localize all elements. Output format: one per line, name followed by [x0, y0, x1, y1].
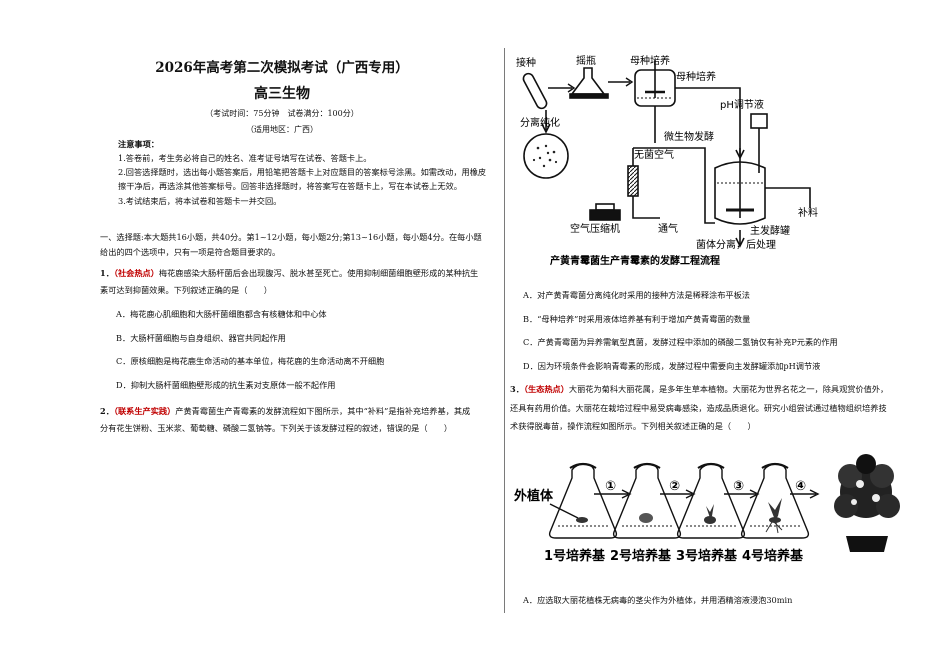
q1-stem-line2: 素可达到抑菌效果。下列叙述正确的是（ ） — [100, 285, 272, 295]
tissue-culture-diagram: 外植体 ① ② ③ ④ 1号培养基 2号培养基 3号培养基 4号培养基 — [513, 454, 900, 564]
flask-1 — [548, 462, 618, 539]
label-ph-liquid: pH调节液 — [720, 98, 764, 111]
q3-stem-line3: 术获得脱毒苗，操作流程如图所示。下列相关叙述正确的是（ ） — [510, 421, 756, 431]
q1-option-c: C．原核细胞是梅花鹿生命活动的基本单位，梅花鹿的生命活动离不开细胞 — [116, 356, 385, 366]
explant — [576, 517, 588, 523]
exam-region: （适用地区：广西） — [246, 125, 318, 134]
fermentation-caption: 产黄青霉菌生产青霉素的发酵工程流程 — [550, 254, 720, 267]
label-microbe-fermentation: 微生物发酵 — [664, 130, 714, 143]
ph-tank — [750, 113, 768, 129]
q1-option-a: A．梅花鹿心肌细胞和大肠杆菌细胞都含有核糖体和中心体 — [116, 309, 327, 319]
step-1: ① — [605, 479, 616, 494]
q3-number: 3． — [510, 384, 524, 394]
q1-option-b: B．大肠杆菌细胞与自身组织、器官共同起作用 — [116, 333, 286, 343]
q2-option-b: B．“母种培养”时采用液体培养基有利于增加产黄青霉菌的数量 — [523, 314, 751, 324]
q2-number: 2． — [100, 406, 114, 416]
shoot — [704, 504, 716, 524]
q1-stem: 1．（社会热点）梅花鹿感染大肠杆菌后会出现腹泻、脱水甚至死亡。使用抑制细菌细胞壁… — [100, 265, 478, 281]
column-divider — [504, 48, 505, 613]
label-main-tank: 主发酵罐 — [750, 224, 790, 237]
flask-2 — [612, 462, 682, 539]
label-explant: 外植体 — [513, 488, 554, 504]
callus — [639, 513, 653, 523]
q3-tag: （生态热点） — [523, 384, 569, 394]
q2-option-d: D．因为环境条件会影响青霉素的形成，发酵过程中需要向主发酵罐添加pH调节液 — [523, 361, 821, 371]
label-feed: 补料 — [798, 206, 818, 219]
q2-option-c: C．产黄青霉菌为异养需氧型真菌，发酵过程中添加的磷酸二氢钠仅有补充P元素的作用 — [523, 337, 838, 347]
note-2: 2.回答选择题时，选出每小题答案后，用铅笔把答题卡上对应题目的答案标号涂黑。如需… — [118, 167, 487, 177]
shake-flask — [570, 67, 606, 95]
q2-stem: 2．（联系生产实践）产黄青霉菌生产青霉素的发酵流程如下图所示，其中“补料”是指补… — [100, 403, 470, 419]
q1-option-d: D．抑制大肠杆菌细胞壁形成的抗生素对支原体一般不起作用 — [116, 380, 336, 390]
step-3: ③ — [733, 479, 744, 494]
note-1: 1.答卷前，考生务必将自己的姓名、准考证号填写在试卷、答题卡上。 — [118, 153, 372, 163]
q2-tag: （联系生产实践） — [113, 406, 176, 416]
paper-title: 2026年高考第二次模拟考试（广西专用） — [155, 60, 409, 76]
paper-subject: 高三生物 — [254, 86, 310, 102]
q1-number: 1． — [100, 268, 114, 278]
section1-intro-2: 给出的四个选项中，只有一项是符合题目要求的。 — [100, 247, 281, 257]
label-seed-culture: 母种培养 — [676, 70, 716, 83]
label-isolation: 分离纯化 — [520, 116, 560, 129]
label-seed-culture-top: 母种培养 — [630, 54, 670, 67]
air-filter — [627, 165, 639, 197]
medium-4: 4号培养基 — [742, 548, 804, 564]
exam-info: （考试时间：75分钟 试卷满分：100分） — [205, 109, 359, 118]
section1-intro-1: 一、选择题:本大题共16小题，共40分。第1~12小题，每小题2分;第13~16… — [100, 232, 482, 242]
q2-option-a: A．对产黄青霉菌分离纯化时采用的接种方法是稀释涂布平板法 — [523, 290, 750, 300]
q3-option-a: A．应选取大丽花植株无病毒的茎尖作为外植体，并用酒精溶液浸泡30min — [523, 595, 793, 605]
medium-1: 1号培养基 — [544, 548, 606, 564]
fermentation-diagram: 接种 摇瓶 母种培养 母种培养 pH调节液 分离纯化 微生物发酵 无菌空气 补料… — [516, 54, 818, 267]
label-separation: 菌体分离，后处理 — [696, 238, 776, 251]
flask-3 — [676, 462, 746, 539]
q2-stem-line2: 分有花生饼粉、玉米浆、葡萄糖、磷酸二氢钠等。下列关于该发酵过程的叙述，错误的是（… — [100, 423, 453, 433]
test-tube — [522, 72, 548, 110]
medium-3: 3号培养基 — [676, 548, 738, 564]
main-fermenter — [714, 161, 766, 225]
note-3: 3.考试结束后，将本试卷和答题卡一并交回。 — [118, 196, 282, 206]
q1-stem-text: 梅花鹿感染大肠杆菌后会出现腹泻、脱水甚至死亡。使用抑制细菌细胞壁形成的某种抗生 — [158, 268, 479, 278]
q3-stem: 3．（生态热点）大丽花为菊科大丽花属，是多年生草本植物。大丽花为世界名花之一，除… — [510, 381, 888, 397]
q2-stem-text: 产黄青霉菌生产青霉素的发酵流程如下图所示，其中“补料”是指补充培养基，其成 — [175, 406, 471, 416]
flask-4 — [740, 462, 810, 539]
dahlia-plant — [834, 454, 900, 552]
label-sterile-air: 无菌空气 — [634, 148, 674, 161]
label-shake-flask: 摇瓶 — [576, 54, 596, 67]
label-inoculate: 接种 — [516, 56, 536, 69]
q3-stem-text: 大丽花为菊科大丽花属，是多年生草本植物。大丽花为世界名花之一，除具观赏价值外， — [568, 384, 889, 394]
step-2: ② — [669, 479, 680, 494]
label-compressor: 空气压缩机 — [570, 222, 620, 235]
label-aeration: 通气 — [658, 222, 678, 235]
air-compressor — [589, 209, 621, 221]
plantlet — [765, 498, 783, 534]
medium-2: 2号培养基 — [610, 548, 672, 564]
q3-stem-line2: 还具有药用价值。大丽花在栽培过程中易受病毒感染，造成品质退化。研究小组尝试通过植… — [510, 403, 887, 413]
petri-dish — [523, 133, 569, 179]
step-4: ④ — [795, 479, 806, 494]
q1-tag: （社会热点） — [113, 268, 159, 278]
notes-heading: 注意事项： — [118, 139, 159, 149]
note-2-cont: 擦干净后，再选涂其他答案标号。回答非选择题时，将答案写在答题卡上，写在本试卷上无… — [118, 181, 462, 191]
